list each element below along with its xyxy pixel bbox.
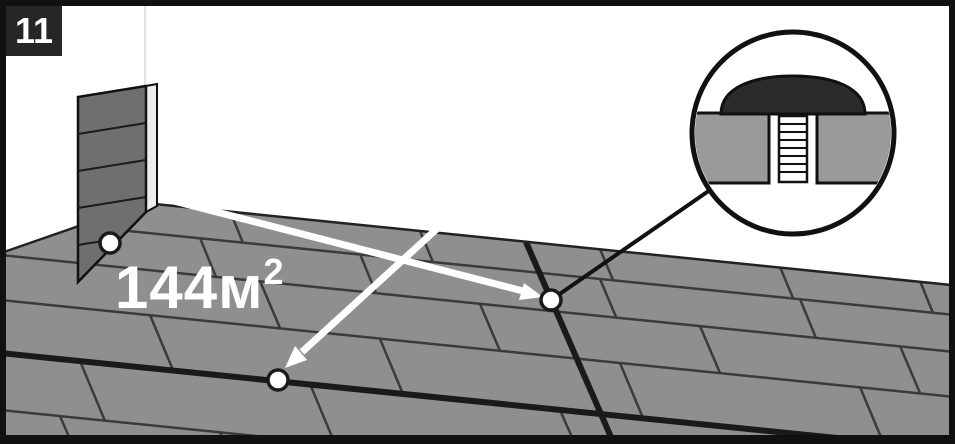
screw-detail-inset: [689, 29, 897, 237]
plank-end-seam-line: [698, 325, 722, 374]
measure-arrow-width: [285, 212, 455, 368]
plank-end-seam-line: [258, 280, 282, 329]
plank-end-seam-line: [778, 266, 795, 299]
plank-seams: [4, 210, 951, 444]
plank-end-seam-line: [618, 362, 645, 419]
plank-seam-line: [4, 253, 951, 354]
plank-cross-section-left: [695, 111, 771, 185]
arrowhead-icon: [285, 346, 307, 368]
plank-end-seam-line: [78, 360, 107, 422]
measure-arrow-line: [299, 212, 455, 355]
plank-end-seam-line: [198, 237, 218, 278]
panel-side-edge: [145, 82, 158, 214]
plank-end-seam-line: [148, 314, 175, 371]
screw-threads: [779, 123, 807, 173]
plank-end-seam-line: [858, 386, 885, 443]
plank-end-seam-line: [798, 298, 818, 339]
area-label-superscript: 2: [264, 251, 285, 292]
standing-plank-panel: [76, 82, 158, 286]
area-label-value: 144м: [115, 254, 264, 321]
frame-top: [0, 0, 955, 6]
plank-end-seam-line: [478, 303, 502, 352]
step-number-label: 11: [15, 10, 53, 51]
plank-end-seam-line: [308, 383, 337, 444]
plank-end-seam-line: [418, 230, 435, 263]
expansion-joint-vertical: [523, 240, 617, 444]
callout-line: [549, 188, 712, 302]
fastener-dot-left: [98, 231, 122, 255]
plank-end-seam-line: [598, 248, 615, 281]
plank-end-seam-line: [598, 278, 618, 318]
fastener-dot-joint: [539, 288, 563, 312]
screw-cover-cap: [719, 74, 867, 116]
measure-arrow-length: [169, 196, 543, 300]
plank-seam-line: [4, 216, 951, 317]
area-label: 144м2: [115, 251, 285, 321]
floor-surface: [4, 203, 951, 444]
arrowhead-icon: [519, 283, 543, 300]
plank-end-seam-line: [918, 280, 935, 314]
measure-arrow-line: [169, 196, 524, 295]
step-number-badge: 11: [6, 6, 62, 56]
inset-content: [695, 74, 891, 185]
panel-face: [76, 84, 148, 286]
step-badge-box: [6, 6, 62, 56]
expansion-joint-horizontal: [4, 350, 951, 444]
plank-end-seam-line: [898, 345, 922, 394]
fastener-dot-bottom: [266, 368, 290, 392]
plank-seam-line: [4, 298, 951, 399]
frame-left: [0, 0, 6, 444]
frame-right: [949, 0, 955, 444]
panel-seam-line: [78, 122, 146, 135]
panel-seam-line: [78, 196, 146, 209]
inset-circle-outline: [689, 29, 897, 237]
plank-seam-line: [4, 408, 951, 444]
panel-seam-line: [78, 159, 146, 172]
plank-end-seam-line: [378, 338, 405, 395]
floor: [3, 201, 952, 444]
expansion-joints: [4, 240, 951, 444]
frame-bottom: [0, 435, 955, 444]
